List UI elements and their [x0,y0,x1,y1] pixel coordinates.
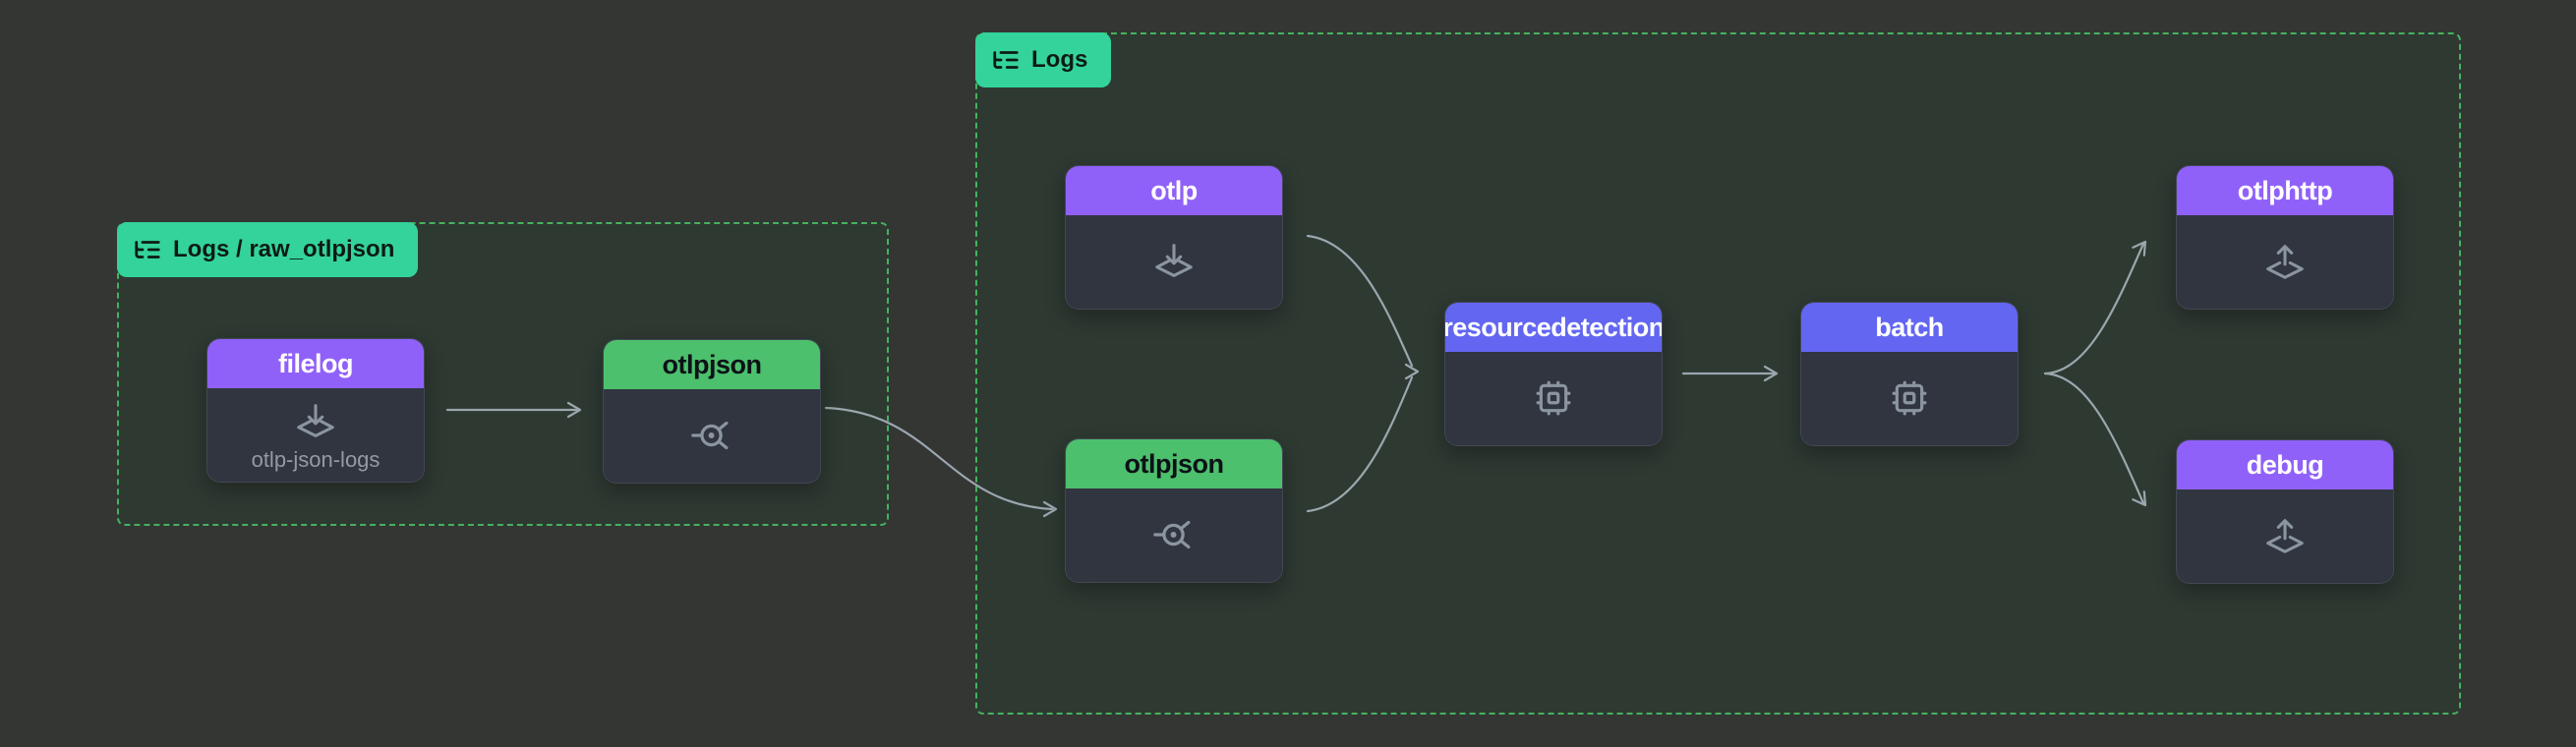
node-header: otlpjson [1066,439,1282,488]
node-body [1801,352,2018,444]
node-body [604,389,820,482]
node-body [1445,352,1662,444]
node-otlp[interactable]: otlp [1065,165,1283,310]
group-badge: Logs [975,32,1112,87]
node-subtitle: otlp-json-logs [251,446,381,472]
node-header: filelog [207,339,424,388]
node-header: batch [1801,303,2018,352]
list-tree-icon [993,51,1019,69]
connector-icon [691,421,729,450]
node-body [1066,215,1282,308]
node-header: otlp [1066,166,1282,215]
group-label: Logs / raw_otlpjson [173,236,395,262]
connector-icon [1153,520,1191,549]
node-body [1066,488,1282,581]
node-header: otlpjson [604,340,820,389]
node-otlpjson[interactable]: otlpjson [1065,438,1283,583]
node-resourcedetection[interactable]: resourcedetection [1444,302,1663,446]
node-otlphttp[interactable]: otlphttp [2176,165,2394,310]
receiver-icon [297,403,334,437]
exporter-icon [2266,519,2304,553]
processor-icon [1892,380,1927,416]
exporter-icon [2266,245,2304,279]
node-header: resourcedetection [1445,303,1662,352]
node-header: debug [2177,440,2393,489]
group-label: Logs [1031,46,1088,73]
pipeline-group-logs: Logs [975,32,2461,715]
list-tree-icon [135,241,160,259]
node-otlpjson-raw[interactable]: otlpjson [603,339,821,484]
node-batch[interactable]: batch [1800,302,2019,446]
node-body: otlp-json-logs [207,388,424,481]
node-body [2177,489,2393,582]
processor-icon [1536,380,1571,416]
node-header: otlphttp [2177,166,2393,215]
group-badge: Logs / raw_otlpjson [117,222,419,277]
receiver-icon [1155,244,1193,277]
node-filelog[interactable]: filelog otlp-json-logs [206,338,425,483]
node-body [2177,215,2393,308]
node-debug[interactable]: debug [2176,439,2394,584]
